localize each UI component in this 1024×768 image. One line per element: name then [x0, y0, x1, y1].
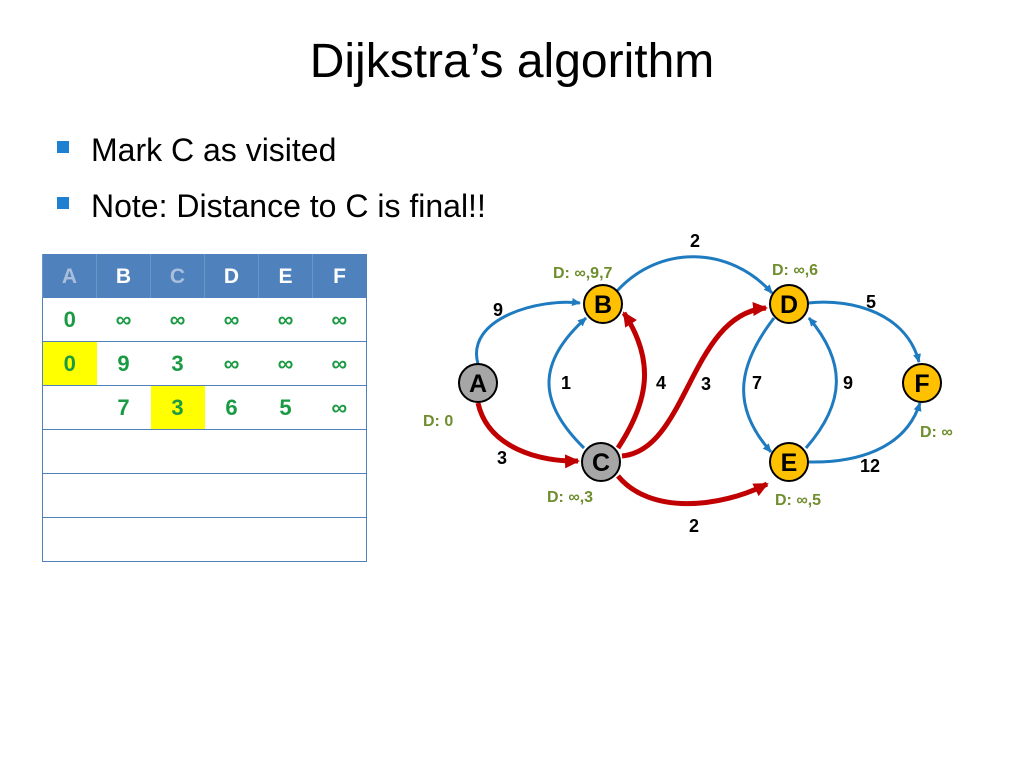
distance-label-c: D: ∞,3 [547, 489, 593, 506]
edge-a-b [475, 298, 581, 365]
node-c-label: C [592, 449, 610, 477]
table-cell [312, 517, 367, 562]
node-e: E [769, 442, 809, 482]
table-cell: ∞ [312, 298, 367, 342]
column-header-a: A [42, 254, 97, 298]
table-header-row: A B C D E F [42, 254, 367, 298]
table-cell: ∞ [312, 385, 367, 430]
table-cell [42, 517, 97, 562]
column-header-b: B [96, 254, 151, 298]
node-a-label: A [469, 370, 487, 398]
node-b-label: B [594, 291, 612, 319]
table-cell: 0 [42, 298, 97, 342]
table-cell [258, 473, 313, 518]
edge-weight-c-e: 2 [689, 516, 699, 536]
table-cell [204, 517, 259, 562]
table-cell [96, 473, 151, 518]
edge-weight-d-f: 5 [866, 292, 876, 312]
node-a: A [458, 363, 498, 403]
table-cell [42, 385, 97, 430]
bullet-list: Mark C as visited Note: Distance to C is… [55, 128, 486, 240]
node-d-label: D [780, 291, 798, 319]
table-cell [96, 517, 151, 562]
edge-c-b-blue [547, 316, 588, 450]
distance-label-f: D: ∞ [920, 424, 953, 441]
highlighted-cell: 3 [150, 385, 205, 430]
edge-weight-a-b: 9 [493, 300, 503, 320]
column-header-c: C [150, 254, 205, 298]
bullet-square-icon [57, 197, 69, 209]
table-cell: ∞ [312, 341, 367, 386]
bullet-square-icon [57, 141, 69, 153]
node-c: C [581, 442, 621, 482]
edge-d-f [807, 300, 921, 363]
edge-b-d [615, 255, 774, 295]
table-cell [204, 473, 259, 518]
table-cell [150, 429, 205, 474]
edge-c-d-selected [621, 302, 768, 459]
table-row [42, 473, 367, 518]
table-cell: ∞ [204, 341, 259, 386]
distance-label-b: D: ∞,9,7 [553, 265, 613, 282]
table-row [42, 517, 367, 562]
table-cell: ∞ [258, 298, 313, 342]
bullet-text: Note: Distance to C is final!! [91, 188, 486, 224]
distance-table: A B C D E F 0 ∞ ∞ ∞ ∞ ∞ 0 9 3 ∞ ∞ ∞ 7 3 … [42, 254, 367, 562]
distance-label-a: D: 0 [423, 413, 453, 430]
node-b: B [583, 284, 623, 324]
column-header-e: E [258, 254, 313, 298]
highlighted-cell: 0 [42, 341, 97, 386]
node-e-label: E [781, 449, 798, 477]
distance-label-d: D: ∞,6 [772, 262, 818, 279]
node-d: D [769, 284, 809, 324]
table-cell [96, 429, 151, 474]
table-cell: ∞ [258, 341, 313, 386]
table-cell: 3 [150, 341, 205, 386]
slide-title: Dijkstra’s algorithm [309, 35, 715, 88]
edge-weight-c-b-blue: 1 [561, 373, 571, 393]
bullet-item: Note: Distance to C is final!! [55, 184, 486, 240]
table-cell: 6 [204, 385, 259, 430]
bullet-item: Mark C as visited [55, 128, 486, 184]
edge-weight-c-d: 3 [701, 374, 711, 394]
column-header-f: F [312, 254, 367, 298]
table-row: 0 9 3 ∞ ∞ ∞ [42, 341, 367, 386]
node-f: F [902, 363, 942, 403]
column-header-d: D [204, 254, 259, 298]
bullet-text: Mark C as visited [91, 132, 337, 168]
table-row: 7 3 6 5 ∞ [42, 385, 367, 430]
edge-c-e-selected [616, 474, 769, 507]
edge-e-d [804, 317, 838, 449]
table-cell: ∞ [96, 298, 151, 342]
edge-a-c-selected [475, 402, 580, 469]
table-cell [312, 429, 367, 474]
edge-weight-c-b-red: 4 [656, 373, 666, 393]
edge-weight-e-f: 12 [860, 456, 880, 476]
table-cell: 9 [96, 341, 151, 386]
edge-weight-d-e: 7 [752, 373, 762, 393]
edge-weight-b-d: 2 [690, 231, 700, 251]
edge-d-e [742, 317, 776, 453]
table-cell [258, 517, 313, 562]
table-cell [312, 473, 367, 518]
table-cell: 5 [258, 385, 313, 430]
edge-weight-e-d: 9 [843, 373, 853, 393]
table-cell [42, 473, 97, 518]
table-cell [258, 429, 313, 474]
distance-label-e: D: ∞,5 [775, 492, 821, 509]
table-cell [150, 473, 205, 518]
node-f-label: F [914, 370, 929, 398]
table-cell [204, 429, 259, 474]
table-cell [42, 429, 97, 474]
edge-e-f [807, 402, 922, 464]
table-cell: ∞ [150, 298, 205, 342]
edge-c-b-selected [615, 311, 648, 450]
table-cell [150, 517, 205, 562]
table-cell: 7 [96, 385, 151, 430]
table-cell: ∞ [204, 298, 259, 342]
edge-weight-a-c: 3 [497, 448, 507, 468]
table-row: 0 ∞ ∞ ∞ ∞ ∞ [42, 298, 367, 342]
table-row [42, 429, 367, 474]
